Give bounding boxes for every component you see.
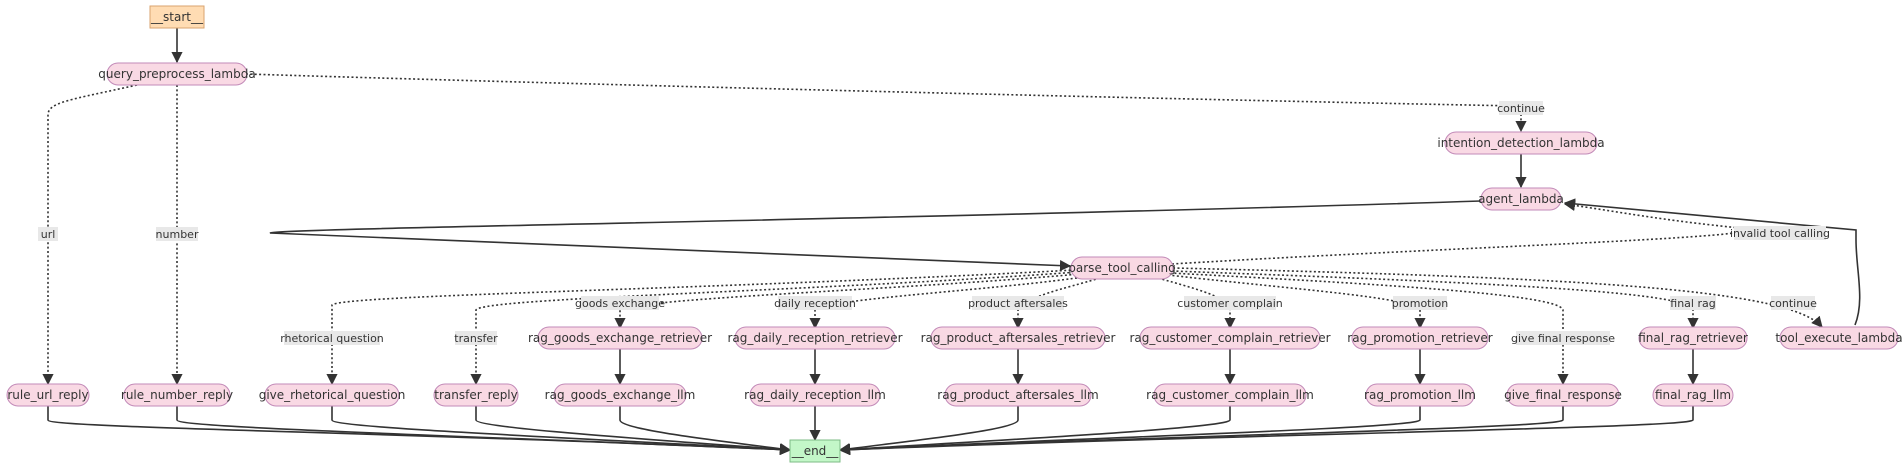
edge-label-number: number [156,227,199,241]
node-parse-tool-calling[interactable]: parse_tool_calling [1068,256,1176,280]
svg-text:query_preprocess_lambda: query_preprocess_lambda [98,67,255,81]
edge-rule-number-to-end [176,405,792,456]
svg-text:rhetorical question: rhetorical question [280,332,384,345]
edge-final-llm-to-end [838,405,1694,456]
svg-text:give_final_response: give_final_response [1504,388,1622,402]
svg-text:rule_url_reply: rule_url_reply [7,388,88,402]
node-rag-daily-reception-retriever[interactable]: rag_daily_reception_retriever [727,326,903,350]
edge-parse-to-product-aftersales [1012,277,1101,330]
edge-label-continue: continue [1497,101,1545,115]
svg-text:rag_promotion_llm: rag_promotion_llm [1364,388,1476,402]
svg-text:final_rag_retriever: final_rag_retriever [1638,331,1748,345]
node-final-rag-retriever[interactable]: final_rag_retriever [1638,326,1748,350]
node-transfer-reply[interactable]: transfer_reply [433,383,519,407]
node-rag-goods-exchange-llm[interactable]: rag_goods_exchange_llm [545,383,696,407]
edge-label-goods-exchange: goods exchange [575,296,665,310]
edge-label-continue-tool: continue [1769,296,1817,310]
svg-text:rag_daily_reception_retriever: rag_daily_reception_retriever [727,331,902,345]
node-rag-promotion-retriever[interactable]: rag_promotion_retriever [1347,326,1493,350]
svg-text:customer complain: customer complain [1177,297,1283,310]
edge-label-final-rag: final rag [1670,296,1716,310]
edge-parse-to-promotion [1167,274,1426,330]
svg-text:continue: continue [1769,297,1817,310]
svg-text:transfer: transfer [454,332,498,345]
node-start[interactable]: __start__ [149,5,205,29]
edge-complain-llm-to-end [838,405,1231,455]
svg-text:rag_daily_reception_llm: rag_daily_reception_llm [744,388,886,402]
edge-parse-to-rhetorical [326,269,1076,386]
node-rag-customer-complain-retriever[interactable]: rag_customer_complain_retriever [1129,326,1331,350]
svg-text:__end__: __end__ [791,444,840,458]
node-final-rag-llm[interactable]: final_rag_llm [1652,383,1734,407]
edge-label-promotion: promotion [1392,296,1449,310]
edge-agent-to-parse [269,200,1482,272]
node-rule-url-reply[interactable]: rule_url_reply [6,383,90,407]
node-query-preprocess-lambda[interactable]: query_preprocess_lambda [98,62,256,86]
svg-text:tool_execute_lambda: tool_execute_lambda [1775,331,1902,345]
edge-tool-execute-to-agent [1563,198,1861,326]
svg-text:rag_product_aftersales_retriev: rag_product_aftersales_retriever [921,331,1116,345]
edge-label-customer-complain: customer complain [1177,296,1283,310]
node-give-final-response[interactable]: give_final_response [1504,383,1622,407]
svg-text:product aftersales: product aftersales [968,297,1068,310]
node-intention-detection-lambda[interactable]: intention_detection_lambda [1437,131,1605,155]
svg-text:rule_number_reply: rule_number_reply [121,388,233,402]
svg-text:transfer_reply: transfer_reply [434,388,518,402]
node-end[interactable]: __end__ [789,439,841,463]
node-tool-execute-lambda[interactable]: tool_execute_lambda [1775,326,1903,350]
edge-product-llm-to-end [838,405,1019,455]
edge-parse-to-give-final [1169,272,1569,386]
edge-query-to-rule-url [42,84,138,386]
edge-label-invalid-tool-calling: invalid tool calling [1730,226,1830,240]
svg-text:promotion: promotion [1392,297,1449,310]
node-give-rhetorical-question[interactable]: give_rhetorical_question [259,383,406,407]
node-rag-product-aftersales-llm[interactable]: rag_product_aftersales_llm [937,383,1099,407]
edge-label-url: url [38,227,58,241]
edge-rhetorical-to-end [331,405,792,456]
svg-text:rag_product_aftersales_llm: rag_product_aftersales_llm [937,388,1098,402]
node-rag-daily-reception-llm[interactable]: rag_daily_reception_llm [744,383,886,407]
node-rag-customer-complain-llm[interactable]: rag_customer_complain_llm [1146,383,1314,407]
edge-labels: continue url number invalid tool calling… [38,101,1830,345]
svg-text:rag_customer_complain_llm: rag_customer_complain_llm [1146,388,1314,402]
svg-text:final rag: final rag [1670,297,1715,310]
nodes: __start__ query_preprocess_lambda intent… [6,5,1903,463]
edge-label-product-aftersales: product aftersales [968,296,1068,310]
edge-parse-to-agent-invalid [1171,231,1741,265]
edge-label-daily-reception: daily reception [774,296,856,310]
svg-text:goods exchange: goods exchange [575,297,665,310]
edge-transfer-to-end [475,405,792,455]
svg-text:rag_goods_exchange_llm: rag_goods_exchange_llm [545,388,696,402]
svg-text:continue: continue [1497,102,1545,115]
node-rule-number-reply[interactable]: rule_number_reply [121,383,233,407]
svg-text:daily reception: daily reception [774,297,856,310]
svg-text:rag_customer_complain_retrieve: rag_customer_complain_retriever [1129,331,1330,345]
node-rag-goods-exchange-retriever[interactable]: rag_goods_exchange_retriever [528,326,712,350]
svg-text:__start__: __start__ [150,10,204,24]
svg-text:rag_goods_exchange_retriever: rag_goods_exchange_retriever [528,331,712,345]
edge-label-give-final-response: give final response [1511,331,1615,345]
svg-text:url: url [41,228,56,241]
svg-text:agent_lambda: agent_lambda [1478,192,1564,206]
edge-invalid-to-agent [1563,199,1741,229]
edge-promotion-llm-to-end [838,405,1421,456]
svg-text:intention_detection_lambda: intention_detection_lambda [1437,136,1604,150]
svg-text:parse_tool_calling: parse_tool_calling [1068,261,1175,275]
edge-query-to-intention-continue [245,73,1521,107]
svg-text:invalid tool calling: invalid tool calling [1730,227,1830,240]
edge-label-rhetorical-question: rhetorical question [280,331,384,345]
svg-text:number: number [156,228,199,241]
edge-parse-to-transfer [470,271,1079,386]
node-rag-product-aftersales-retriever[interactable]: rag_product_aftersales_retriever [921,326,1116,350]
svg-text:final_rag_llm: final_rag_llm [1655,388,1731,402]
edge-goods-llm-to-end [619,405,792,455]
svg-text:give_rhetorical_question: give_rhetorical_question [259,388,406,402]
svg-text:rag_promotion_retriever: rag_promotion_retriever [1347,331,1492,345]
node-agent-lambda[interactable]: agent_lambda [1478,187,1564,211]
svg-text:give final response: give final response [1511,332,1615,345]
node-rag-promotion-llm[interactable]: rag_promotion_llm [1364,383,1476,407]
edge-label-transfer: transfer [454,331,498,345]
